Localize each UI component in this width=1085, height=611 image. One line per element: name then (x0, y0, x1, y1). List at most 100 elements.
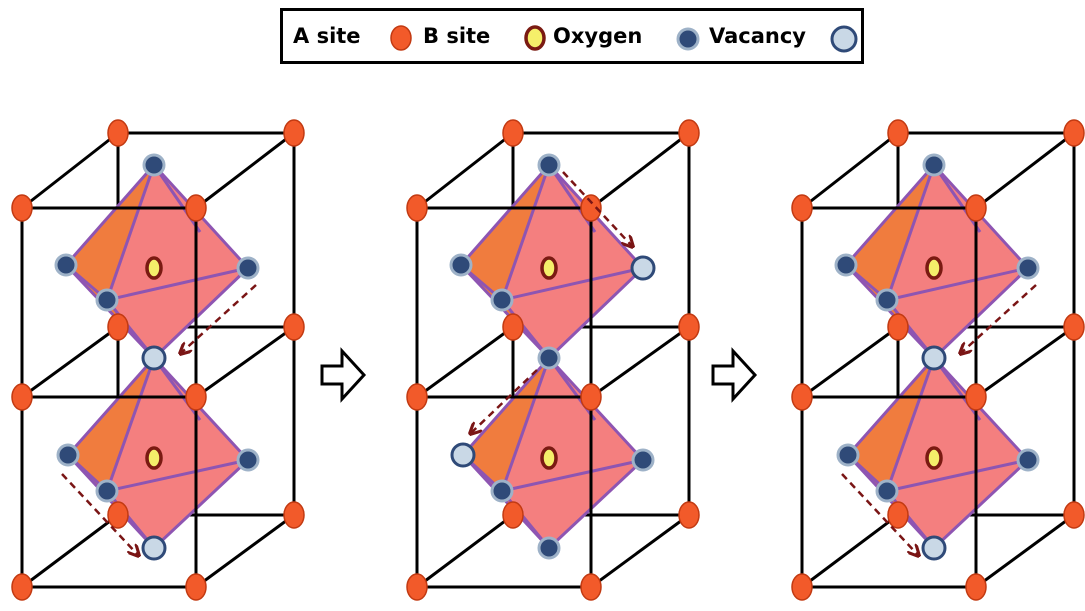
octahedron-edge (66, 357, 156, 456)
cell-edge (195, 325, 295, 399)
vacancy-site (450, 442, 476, 468)
a-site-atom (1063, 501, 1085, 529)
oxygen-atom (537, 153, 561, 177)
cell-edge (21, 325, 119, 399)
a-site-atom (502, 501, 524, 529)
a-site-atom (580, 194, 602, 222)
octahedron-edge (885, 164, 936, 301)
vacancy-site (141, 345, 167, 371)
octahedron-edge (152, 266, 250, 360)
cell-edge (590, 513, 690, 589)
oxygen-atom (875, 479, 899, 503)
oxygen-atom (56, 443, 80, 467)
oxygen-atom (54, 253, 78, 277)
octahedron-front-face (107, 460, 248, 548)
a-site-atom (678, 119, 700, 147)
vacancy-site (921, 535, 947, 561)
b-site-symbol (524, 25, 546, 51)
cell-edge (801, 513, 899, 589)
octahedron-side-face (463, 358, 549, 491)
unit-cell-panel-3 (791, 119, 1085, 601)
legend-label-b-site: B site (423, 24, 491, 48)
octahedron-edge (500, 357, 551, 492)
b-site-atom (540, 256, 558, 280)
transition-arrow-icon (711, 347, 758, 403)
octahedron-edge (932, 266, 1030, 360)
octahedron-edge (844, 164, 936, 266)
oxygen-atom (836, 443, 860, 467)
octahedron-edge (500, 164, 551, 301)
cell-edge (416, 325, 514, 399)
migration-arrow (471, 369, 538, 433)
cell-edge (975, 325, 1075, 399)
a-site-atom (283, 119, 305, 147)
oxygen-atom (490, 479, 514, 503)
a-site-atom (1063, 313, 1085, 341)
oxygen-atom (537, 346, 561, 370)
octahedron-edge (500, 490, 551, 549)
migration-arrow (961, 284, 1037, 353)
octahedron-edge (105, 357, 156, 492)
octahedron-edge (501, 266, 644, 302)
oxygen-atom (95, 479, 119, 503)
migration-arrow (841, 473, 918, 555)
oxygen-symbol (676, 27, 700, 51)
cell-edge (801, 131, 899, 210)
a-site-atom (887, 119, 909, 147)
b-site-atom (925, 446, 943, 470)
a-site-atom (185, 573, 207, 601)
octahedron-front-face (502, 460, 643, 548)
octahedron-edge (105, 164, 156, 301)
migration-arrow (181, 284, 257, 353)
a-site-atom (107, 119, 129, 147)
cell-edge (21, 131, 119, 210)
b-site-atom (540, 446, 558, 470)
a-site-atom (107, 313, 129, 341)
legend-label-vacancy: Vacancy (709, 24, 806, 48)
oxygen-atom (537, 536, 561, 560)
a-site-atom (283, 313, 305, 341)
a-site-atom (406, 194, 428, 222)
octahedron-edge (459, 164, 551, 266)
oxygen-atom (95, 288, 119, 312)
cell-edge (416, 131, 514, 210)
a-site-atom (887, 501, 909, 529)
a-site-atom (11, 573, 33, 601)
a-site-atom (887, 313, 909, 341)
oxygen-atom (142, 153, 166, 177)
octahedron-edge (846, 357, 936, 456)
oxygen-atom (875, 288, 899, 312)
octahedron-edge (547, 266, 645, 360)
octahedron-front-face (887, 268, 1028, 358)
vacancy-symbol (830, 25, 858, 53)
cell-edge (21, 513, 119, 589)
a-site-symbol (390, 25, 412, 51)
a-site-atom (965, 194, 987, 222)
a-site-atom (791, 383, 813, 411)
a-site-atom (1063, 119, 1085, 147)
a-site-atom (580, 383, 602, 411)
octahedron-edge (547, 458, 645, 550)
octahedron-edge (152, 458, 250, 550)
b-site-atom (145, 256, 163, 280)
octahedron-edge (64, 263, 156, 360)
a-site-atom (502, 119, 524, 147)
octahedron-edge (501, 458, 644, 493)
oxygen-atom (490, 288, 514, 312)
octahedron-side-face (66, 165, 154, 300)
legend-label-a-site: A site (293, 24, 361, 48)
a-site-atom (965, 573, 987, 601)
octahedron-side-face (68, 358, 154, 491)
octahedron-edge (932, 458, 1030, 550)
oxygen-atom (1016, 256, 1040, 280)
octahedron-front-face (107, 268, 248, 358)
a-site-atom (678, 313, 700, 341)
unit-cell-panel-1 (11, 119, 305, 601)
a-site-atom (791, 194, 813, 222)
octahedron-edge (106, 458, 249, 493)
migration-arrow (562, 171, 632, 246)
octahedron-front-face (887, 460, 1028, 548)
octahedron-edge (461, 357, 551, 456)
a-site-atom (185, 383, 207, 411)
